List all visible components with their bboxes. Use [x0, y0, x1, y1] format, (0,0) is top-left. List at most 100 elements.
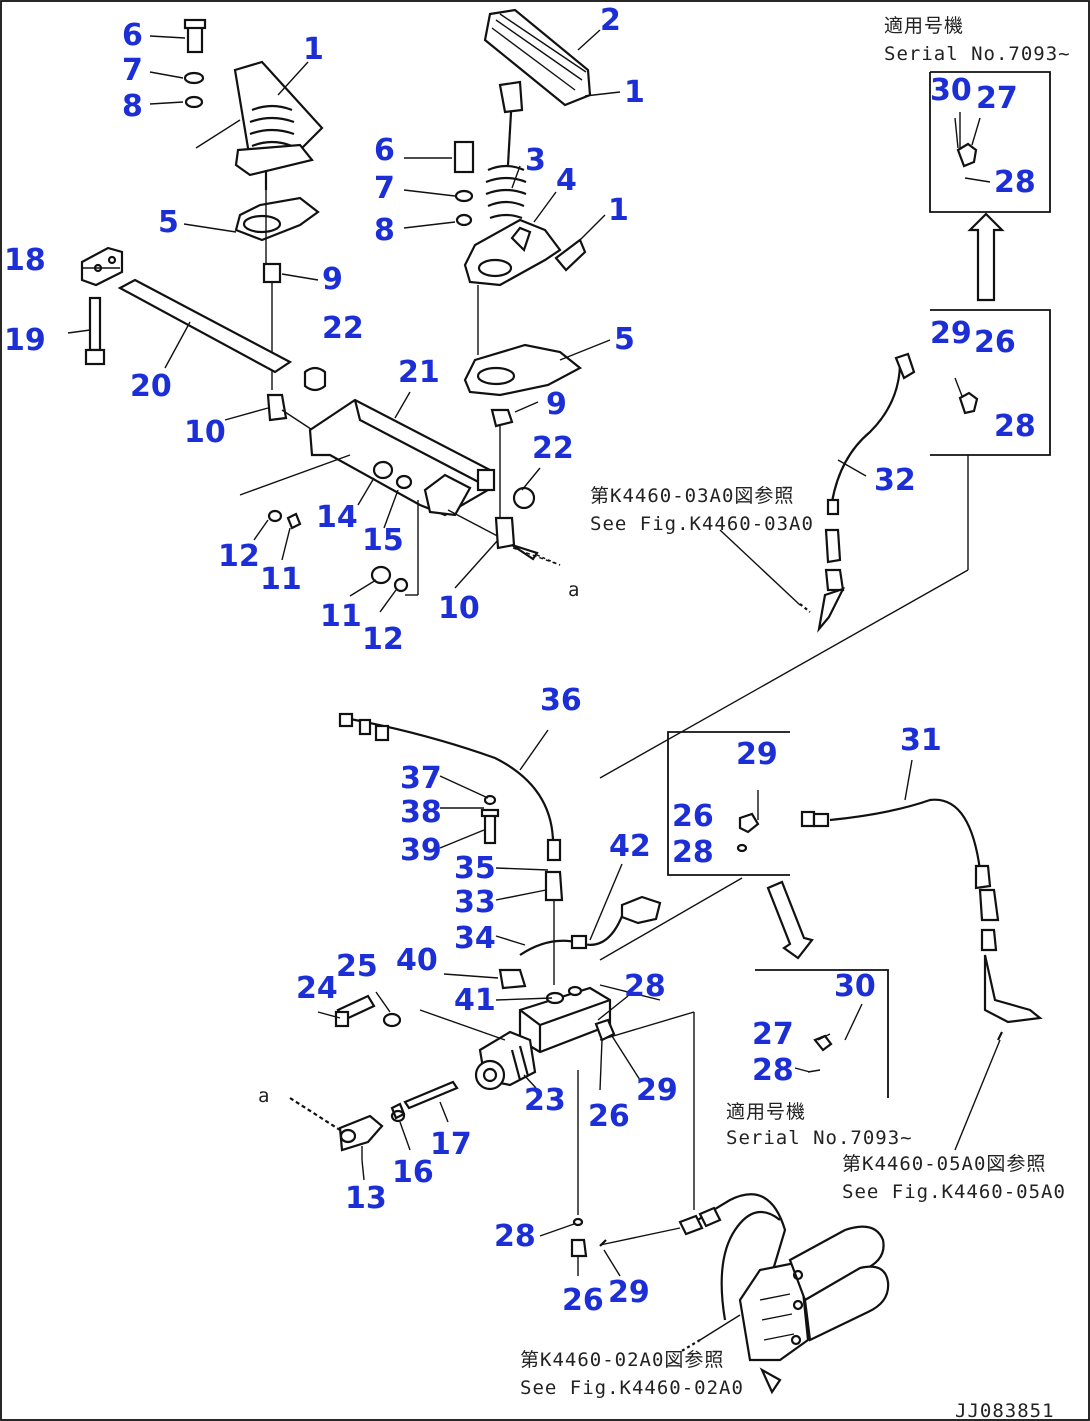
right-pedal-assembly [453, 8, 592, 566]
callout: 22 [322, 311, 364, 346]
callout: 5 [158, 205, 179, 240]
serial-box-top [599, 71, 1051, 779]
callout: 29 [736, 737, 778, 772]
callout: 7 [122, 53, 143, 88]
callout: 1 [608, 193, 629, 228]
hose-32 [719, 352, 916, 633]
callout: 19 [4, 323, 46, 358]
callout: 10 [438, 591, 480, 626]
callout: 24 [296, 971, 338, 1006]
callout: 12 [218, 539, 260, 574]
callout: 28 [494, 1219, 536, 1254]
callout: 28 [994, 409, 1036, 444]
mark-a-right: a [568, 579, 580, 601]
serial-top-jp: 適用号機 [884, 15, 964, 37]
callout: 2 [600, 3, 621, 38]
callout: 10 [184, 415, 226, 450]
callout: 41 [454, 983, 496, 1018]
callout: 5 [614, 322, 635, 357]
serial-mid-en: Serial No.7093~ [726, 1127, 913, 1149]
notes: 適用号機 Serial No.7093~ 第K4460-03A0図参照 See … [520, 15, 1071, 1421]
callout: 8 [374, 213, 395, 248]
sensor-harness [498, 895, 662, 1001]
cross-shaft [239, 398, 506, 596]
callout: 11 [260, 562, 302, 597]
callout: 28 [672, 835, 714, 870]
callout: 23 [524, 1083, 566, 1118]
callout: 35 [454, 851, 496, 886]
ref-02a0-jp: 第K4460-02A0図参照 [520, 1349, 724, 1371]
callout: 39 [400, 833, 442, 868]
callout: 3 [525, 143, 546, 178]
callout: 26 [562, 1283, 604, 1318]
callout: 29 [930, 316, 972, 351]
callout: 4 [556, 163, 577, 198]
serial-mid-jp: 適用号機 [726, 1101, 806, 1123]
callout: 12 [362, 622, 404, 657]
clevis-and-pin [289, 1080, 459, 1160]
callout: 11 [320, 599, 362, 634]
callout: 22 [532, 431, 574, 466]
drawing-id: JJ083851 [955, 1400, 1055, 1421]
callout: 18 [4, 243, 46, 278]
callout: 31 [900, 723, 942, 758]
bracket-and-rod [80, 246, 327, 436]
ref-03a0-en: See Fig.K4460-03A0 [590, 513, 814, 535]
callout: 17 [430, 1127, 472, 1162]
callout: 27 [752, 1017, 794, 1052]
callout: 28 [752, 1053, 794, 1088]
reference-marks: a a [258, 547, 580, 1107]
callout: 36 [540, 683, 582, 718]
ref-05a0-en: See Fig.K4460-05A0 [842, 1181, 1066, 1203]
callout: 16 [392, 1155, 434, 1190]
serial-top-en: Serial No.7093~ [884, 43, 1071, 65]
callout: 7 [374, 171, 395, 206]
callout: 8 [122, 89, 143, 124]
ref-05a0-jp: 第K4460-05A0図参照 [842, 1153, 1046, 1175]
serial-box-center [599, 731, 889, 1098]
callout: 20 [130, 369, 172, 404]
callout: 26 [974, 325, 1016, 360]
callout: 14 [316, 500, 358, 535]
callout: 27 [976, 81, 1018, 116]
mark-a-left: a [258, 1085, 270, 1107]
callout: 29 [636, 1073, 678, 1108]
callout: 1 [624, 75, 645, 110]
callout: 30 [834, 969, 876, 1004]
ref-02a0-en: See Fig.K4460-02A0 [520, 1377, 744, 1399]
callout: 33 [454, 885, 496, 920]
hose-36 [338, 712, 564, 985]
callout: 32 [874, 463, 916, 498]
hose-31 [800, 798, 1043, 1151]
callout: 42 [609, 829, 651, 864]
callout: 25 [336, 949, 378, 984]
callout: 28 [994, 165, 1036, 200]
callout: 26 [672, 799, 714, 834]
left-pedal-assembly [183, 18, 324, 390]
callout: 40 [396, 943, 438, 978]
callout: 9 [546, 387, 567, 422]
master-cylinder [419, 985, 695, 1215]
callout: 1 [303, 32, 324, 67]
callout: 37 [400, 761, 442, 796]
callout: 29 [608, 1275, 650, 1310]
callout: 6 [374, 133, 395, 168]
callout: 34 [454, 921, 496, 956]
callout: 38 [400, 795, 442, 830]
callout-numbers: 6 1 7 8 5 18 19 9 20 22 10 21 14 15 12 1… [4, 3, 1036, 1318]
callout: 6 [122, 18, 143, 53]
bolt-24 [334, 994, 402, 1028]
brake-valve-assembly [599, 1193, 890, 1395]
leader-lines [67, 29, 961, 1277]
ref-03a0-jp: 第K4460-03A0図参照 [590, 485, 794, 507]
callout: 28 [624, 969, 666, 1004]
callout: 26 [588, 1099, 630, 1134]
callout: 15 [362, 523, 404, 558]
callout: 21 [398, 355, 440, 390]
fittings-bottom [570, 1217, 607, 1258]
callout: 13 [345, 1181, 387, 1216]
callout: 9 [322, 262, 343, 297]
callout: 30 [930, 73, 972, 108]
